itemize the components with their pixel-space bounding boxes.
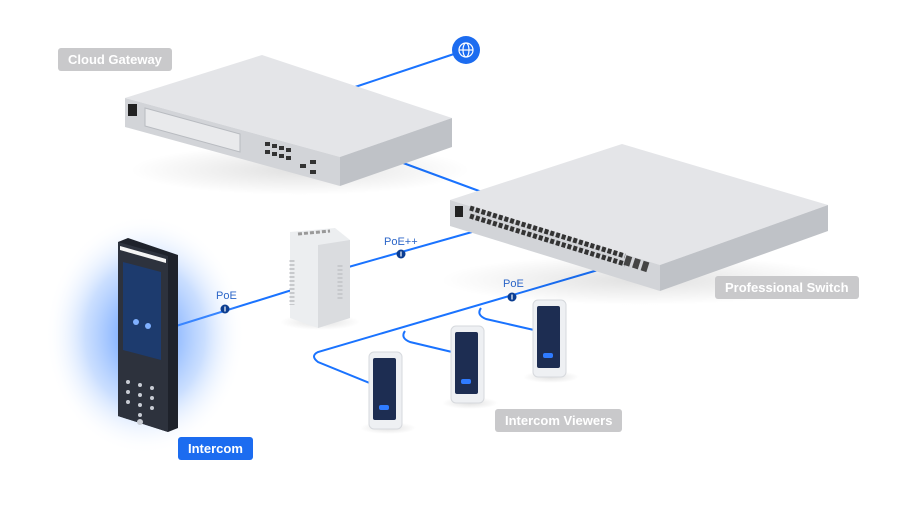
cable-switch-viewers	[313, 269, 599, 385]
intercom-device	[45, 215, 245, 455]
power-plug-icon	[220, 304, 230, 314]
poe-plus-label: PoE++	[384, 236, 418, 248]
poe-label-intercom: PoE	[216, 290, 237, 302]
cable-branch-viewer-2	[402, 330, 453, 353]
poe-injector-device	[280, 228, 360, 330]
power-plug-icon	[396, 249, 406, 259]
globe-icon	[452, 36, 480, 64]
professional-switch-label: Professional Switch	[715, 276, 859, 299]
intercom-viewers-label: Intercom Viewers	[495, 409, 623, 432]
intercom-viewer-1	[360, 351, 416, 434]
intercom-viewer-3	[523, 299, 579, 383]
cloud-gateway-device	[125, 55, 470, 195]
cable-switch-injector	[344, 231, 473, 269]
poe-label-viewers: PoE	[503, 278, 524, 290]
cable-branch-viewer-3	[478, 307, 535, 331]
cable-internet-gateway	[351, 49, 467, 89]
power-plug-icon	[507, 292, 517, 302]
cloud-gateway-label: Cloud Gateway	[58, 48, 172, 71]
intercom-label: Intercom	[178, 437, 253, 460]
intercom-viewer-2	[442, 325, 498, 409]
